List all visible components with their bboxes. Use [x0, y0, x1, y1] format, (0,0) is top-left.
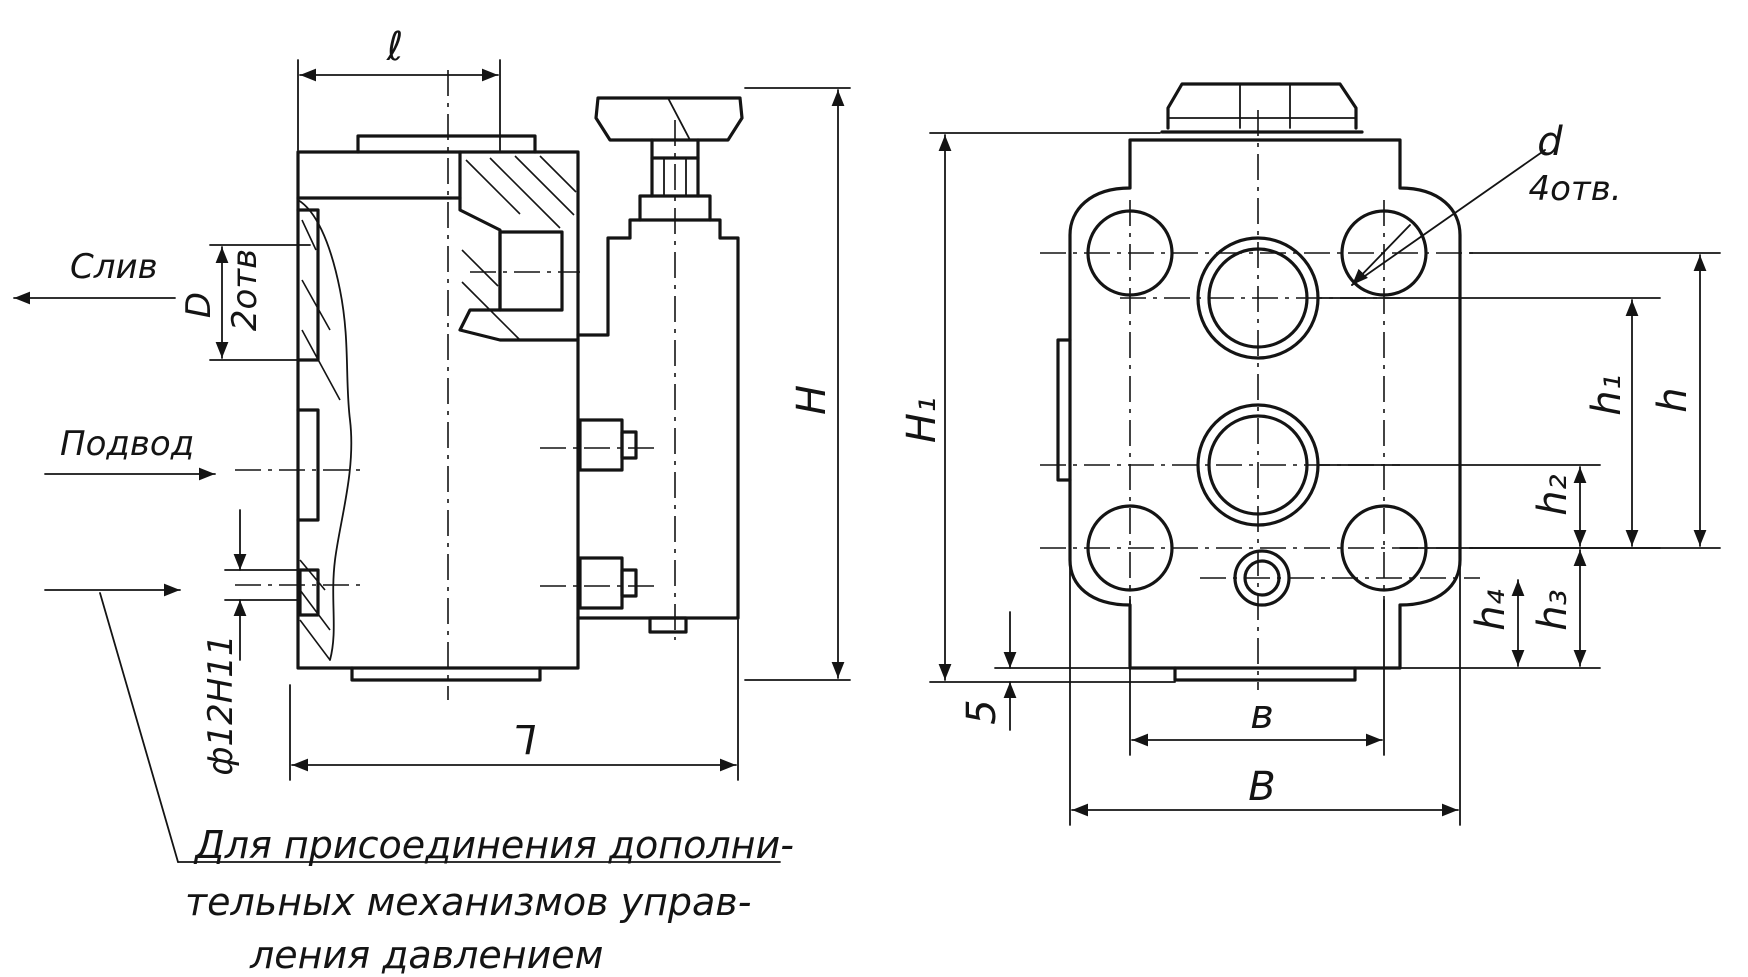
note-leader	[99, 592, 179, 863]
side-view: ℓ H L D 2отв ф12Н11 Слив Подвод	[13, 24, 851, 863]
label-d: d	[1537, 119, 1563, 165]
label-D-holes: 2отв	[225, 249, 265, 331]
side-view-pocket	[498, 230, 564, 312]
side-view-bottom-boss	[350, 666, 542, 682]
front-view-knob	[1166, 82, 1358, 130]
note-line-1: Для присоединения дополни-	[193, 823, 794, 867]
label-H: H	[789, 385, 835, 415]
front-view-side-bracket	[1056, 338, 1072, 482]
side-view-top-boss	[356, 134, 537, 154]
label-h1: h₁	[1584, 374, 1630, 415]
label-d-holes: 4отв.	[1528, 169, 1621, 209]
label-h: h	[1650, 387, 1696, 412]
label-l: ℓ	[386, 24, 404, 70]
label-D: D	[179, 292, 219, 318]
label-B: B	[1248, 764, 1275, 810]
label-h3: h₃	[1530, 589, 1576, 630]
note-block: Для присоединения дополни- тельных механ…	[185, 823, 794, 977]
label-supply: Подвод	[60, 424, 194, 464]
note-line-2: тельных механизмов управ-	[185, 880, 751, 924]
d-leader	[1351, 149, 1546, 286]
label-H1: H₁	[899, 397, 945, 443]
side-view-break-line	[297, 199, 353, 661]
label-b: в	[1250, 692, 1274, 738]
pilot-stem	[638, 194, 712, 222]
note-line-3: ления давлением	[249, 933, 603, 977]
handwheel-knob	[594, 96, 744, 142]
bolt-lower	[578, 556, 638, 610]
front-view-bottom-boss	[1173, 666, 1357, 682]
label-L: L	[514, 715, 536, 761]
side-view-small-fitting	[298, 568, 320, 617]
label-drain: Слив	[70, 247, 158, 287]
label-five: 5	[959, 699, 1005, 724]
label-bore: ф12Н11	[201, 634, 241, 775]
side-view-hatch	[299, 155, 577, 661]
label-h4: h₄	[1468, 589, 1514, 630]
bolt-upper	[578, 418, 638, 472]
front-view: H₁ 5 h h₁ h₂ h₃ h₄ в B d 4отв.	[899, 82, 1721, 826]
pilot-drain-plug	[648, 616, 688, 634]
side-view-cut-pocket	[458, 150, 580, 342]
label-h2: h₂	[1530, 474, 1576, 515]
side-view-body	[296, 150, 580, 670]
